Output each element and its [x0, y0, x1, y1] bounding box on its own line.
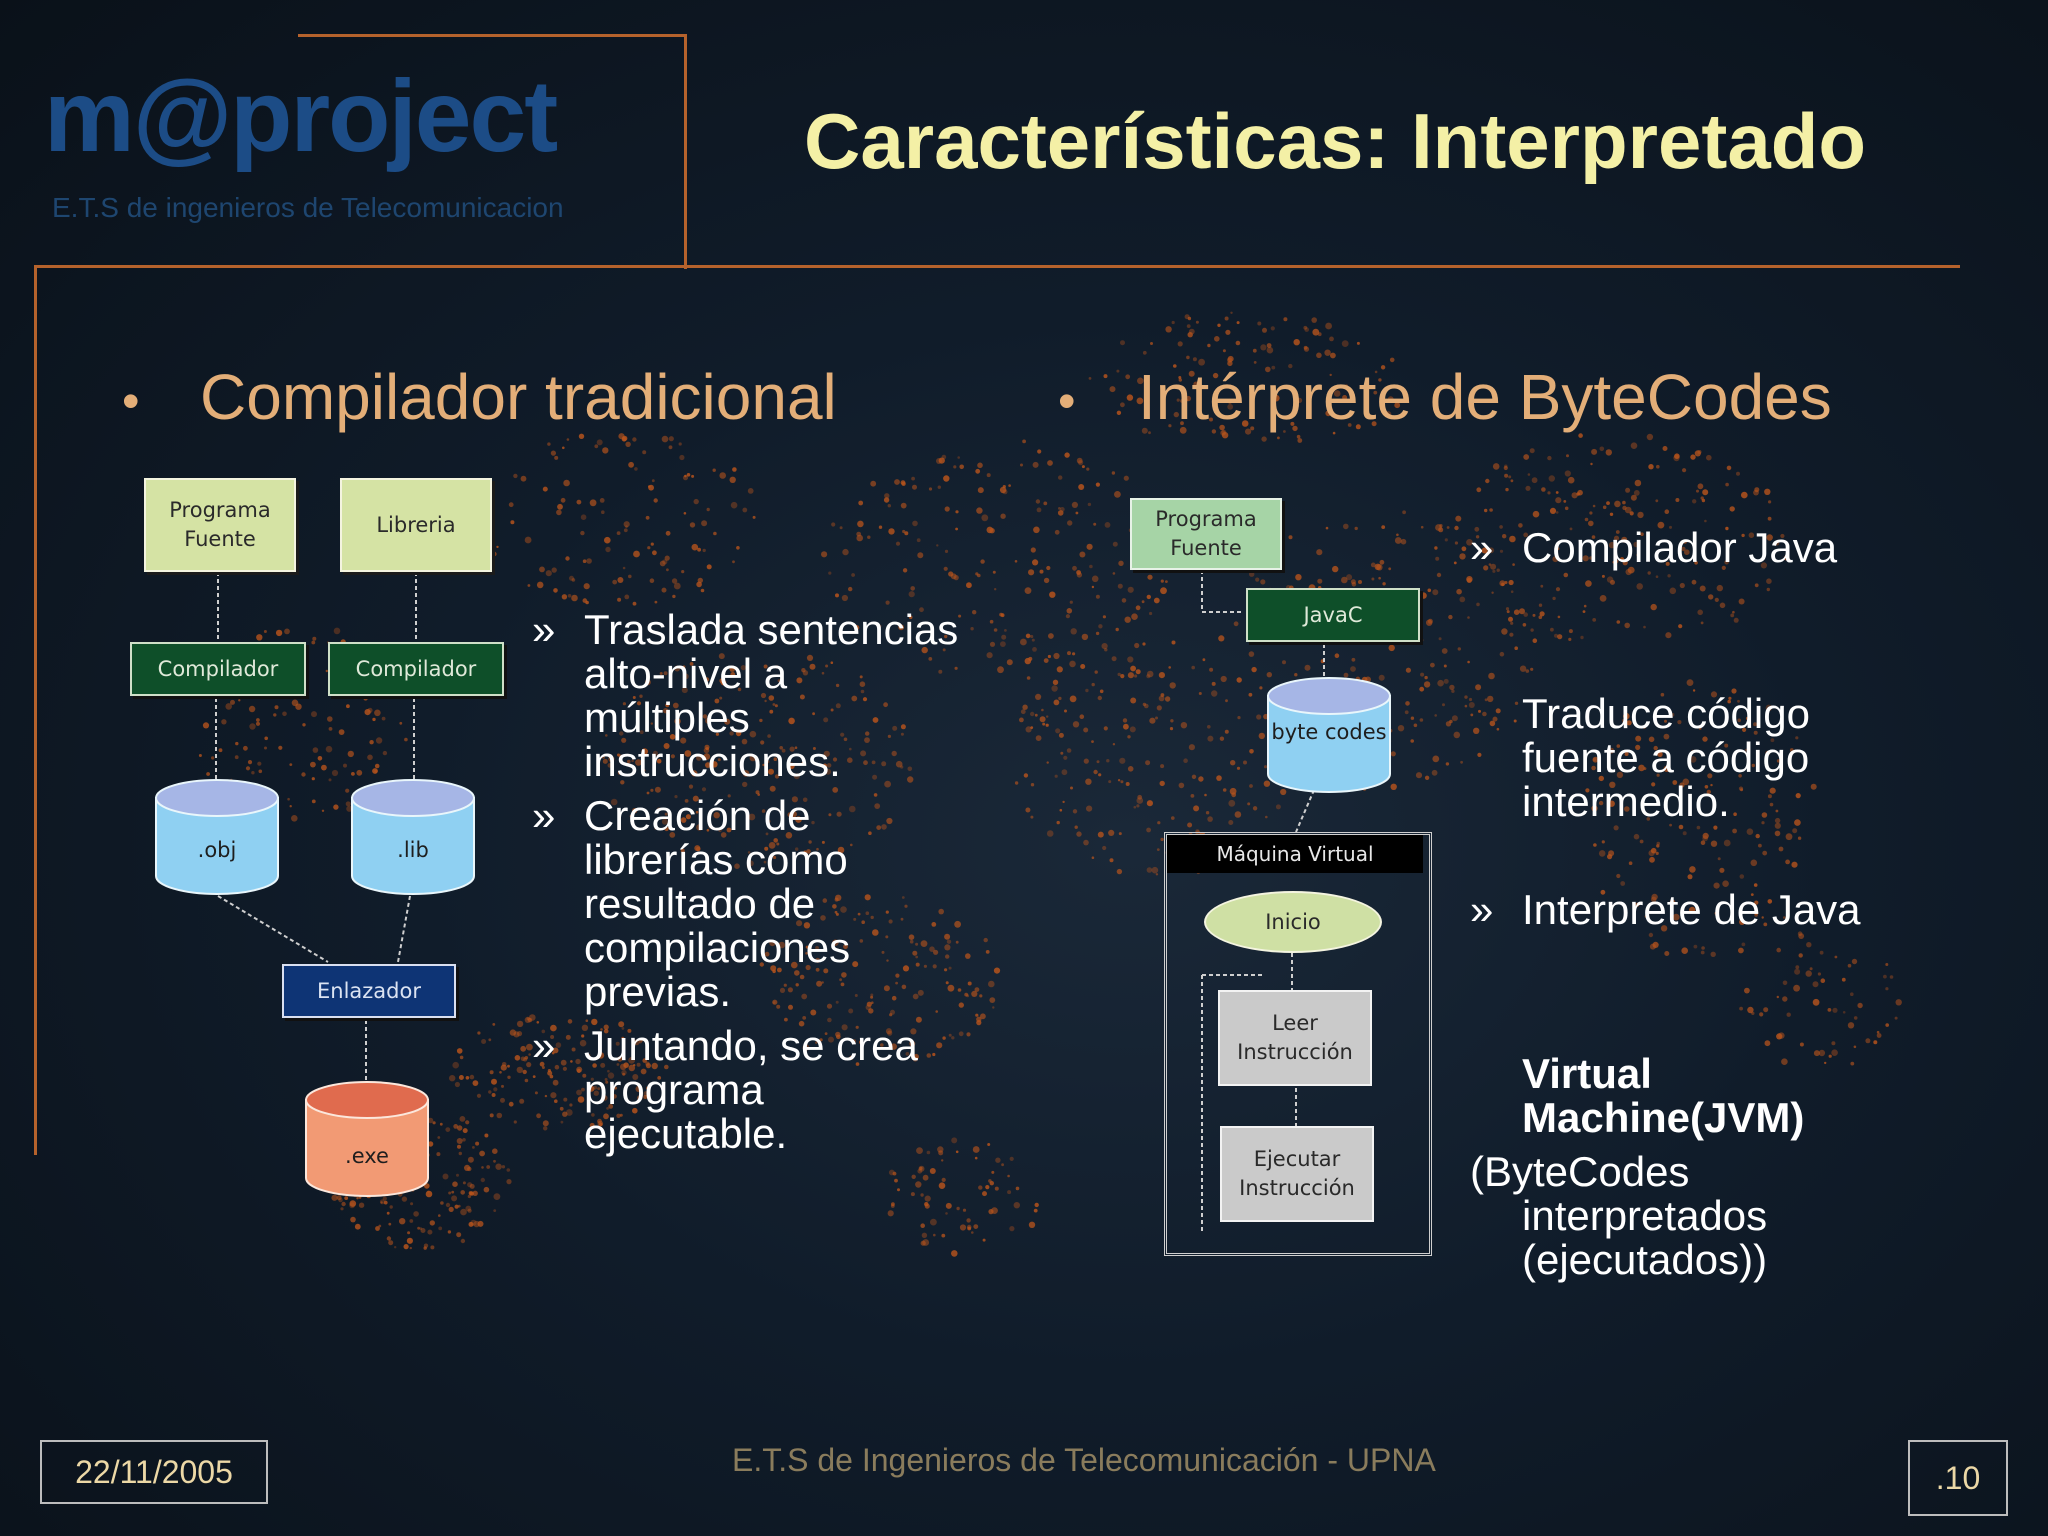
- point-juntando: Juntando, se crea programa ejecutable.: [584, 1022, 918, 1157]
- bytecodes-cylinder: byte codes: [1266, 676, 1392, 794]
- bytecodes-label: byte codes: [1271, 720, 1387, 744]
- enlazador-box: Enlazador: [282, 964, 456, 1018]
- raquo-4: »: [1470, 524, 1494, 571]
- exe-cylinder: .exe: [304, 1080, 430, 1198]
- raquo-5: »: [1470, 886, 1494, 933]
- point-traslada: Traslada sentencias alto-nivel a múltipl…: [584, 606, 959, 785]
- inicio-node: Inicio: [1204, 891, 1382, 953]
- point-creacion: Creación de librerías como resultado de …: [584, 792, 851, 1015]
- obj-label: .obj: [197, 838, 237, 862]
- heading-interprete: Intérprete de ByteCodes: [1138, 361, 1832, 433]
- point-compilador-java: Compilador Java: [1522, 524, 1838, 571]
- bullet-dot-right: •: [1058, 373, 1076, 429]
- lib-cylinder: .lib: [350, 778, 476, 896]
- point-vm-rest-2: interpretados: [1522, 1192, 1768, 1239]
- footer-page-number: .10: [1908, 1440, 2008, 1516]
- point-interprete-java: Interprete de Java: [1522, 886, 1861, 933]
- javac-box: JavaC: [1246, 588, 1420, 642]
- exe-label: .exe: [345, 1144, 389, 1168]
- logo-subtitle: E.T.S de ingenieros de Telecomunicacion: [52, 192, 564, 223]
- compilador-box-2: Compilador: [328, 642, 504, 696]
- programa-fuente-box-right: Programa Fuente: [1130, 498, 1282, 570]
- footer-date: 22/11/2005: [40, 1440, 268, 1504]
- header-divider: [34, 265, 1960, 268]
- obj-cylinder: .obj: [154, 778, 280, 896]
- leer-instruccion-box: Leer Instrucción: [1218, 990, 1372, 1086]
- bullet-dot-left: •: [122, 373, 140, 429]
- heading-compilador: Compilador tradicional: [200, 361, 837, 433]
- logo-text: m@project: [44, 59, 558, 173]
- libreria-box: Libreria: [340, 478, 492, 572]
- point-traduce: Traduce código fuente a código intermedi…: [1522, 690, 1810, 825]
- point-vm-rest-3: (ejecutados)): [1522, 1236, 1768, 1283]
- slide-title: Características: Interpretado: [804, 97, 1867, 185]
- compilador-box-1: Compilador: [130, 642, 306, 696]
- footer-institution: E.T.S de Ingenieros de Telecomunicación …: [732, 1442, 1436, 1478]
- logo-frame: [298, 34, 687, 269]
- point-vm-bold: Virtual Machine(JVM): [1522, 1050, 1805, 1141]
- left-frame-line: [34, 265, 37, 1155]
- ejecutar-instruccion-box: Ejecutar Instrucción: [1220, 1126, 1374, 1222]
- programa-fuente-box: Programa Fuente: [144, 478, 296, 572]
- point-vm-rest-1: (ByteCodes: [1470, 1148, 1690, 1195]
- raquo-1: »: [532, 606, 556, 653]
- raquo-2: »: [532, 792, 556, 839]
- lib-label: .lib: [397, 838, 429, 862]
- raquo-3: »: [532, 1022, 556, 1069]
- virtual-machine-title: Máquina Virtual: [1167, 835, 1423, 873]
- virtual-machine-frame: [1164, 832, 1432, 1256]
- logo: m@project: [44, 58, 558, 175]
